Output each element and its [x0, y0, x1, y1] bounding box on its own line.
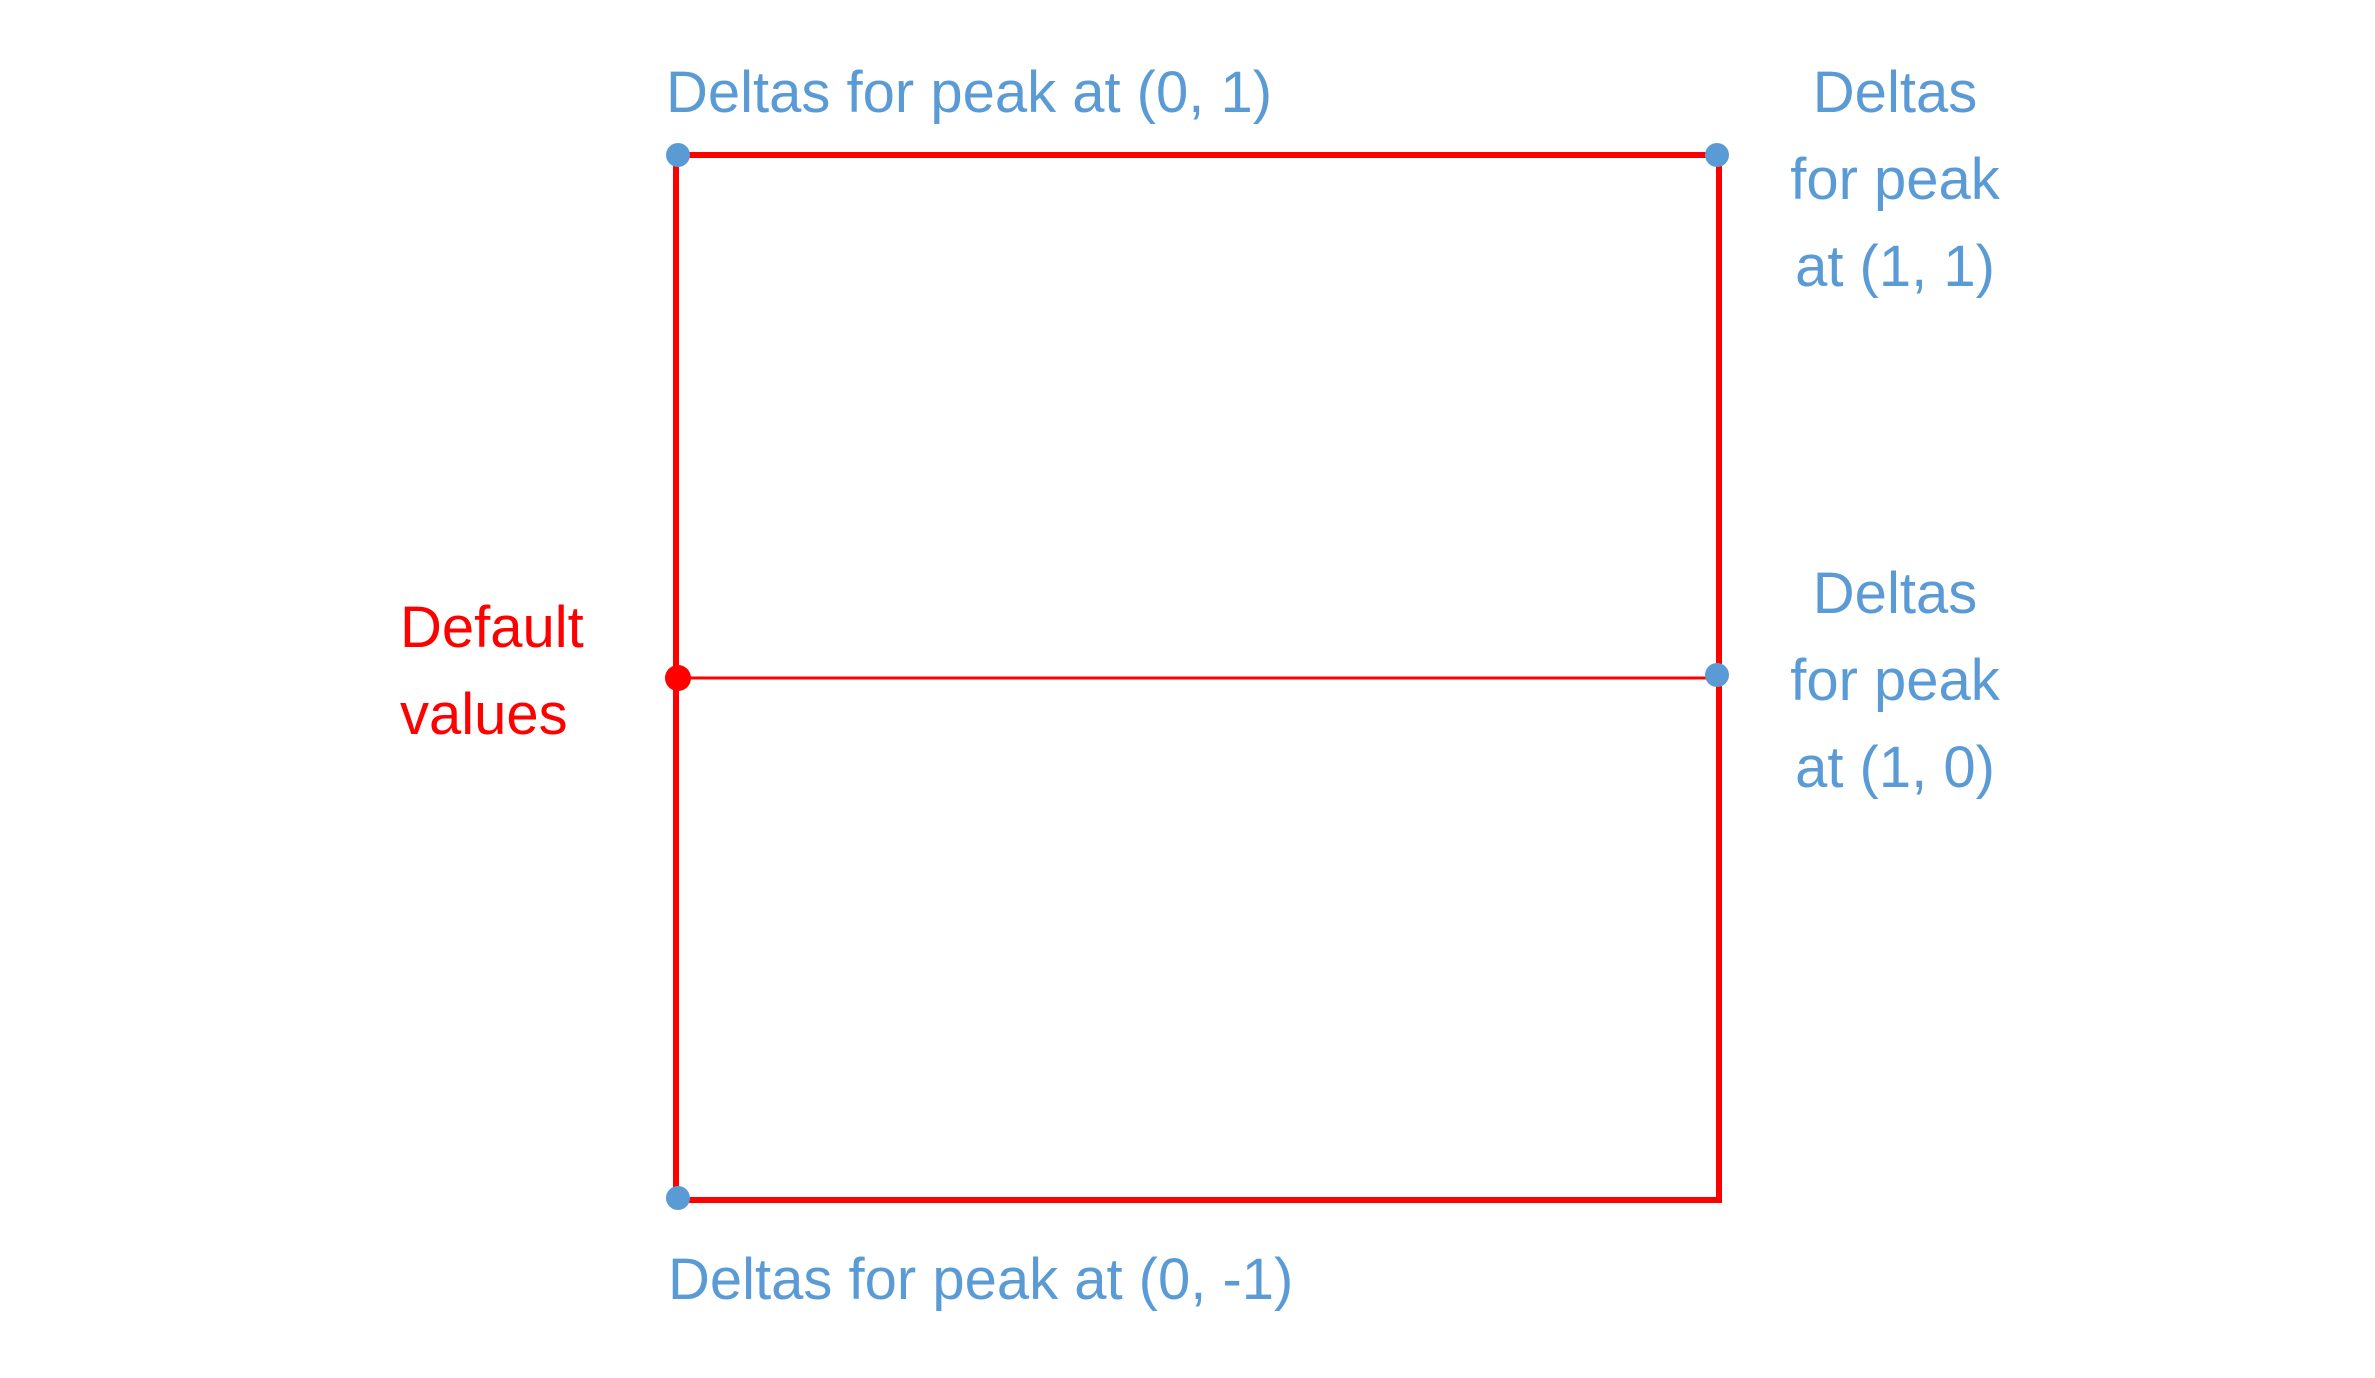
label-peak-0-1-text: Deltas for peak at (0, 1): [666, 60, 1273, 125]
label-peak-1-0: Deltas for peak at (1, 0): [1775, 550, 2015, 811]
peak-point-0-m1: [666, 1186, 690, 1210]
label-peak-1-1-line: Deltas: [1812, 60, 1978, 125]
peak-point-1-1: [1705, 143, 1729, 167]
label-peak-1-0-line: at (1, 0): [1795, 735, 1995, 800]
peak-point-1-0: [1705, 663, 1729, 687]
label-peak-0-m1-text: Deltas for peak at (0, -1): [668, 1247, 1294, 1312]
label-peak-1-1: Deltas for peak at (1, 1): [1775, 49, 2015, 310]
label-peak-1-0-line: for peak: [1790, 648, 2000, 713]
label-default-values: Default values: [400, 584, 584, 758]
default-point: [665, 665, 691, 691]
label-peak-1-1-line: at (1, 1): [1795, 234, 1995, 299]
label-default-line: Default: [400, 595, 584, 660]
label-peak-1-1-line: for peak: [1790, 147, 2000, 212]
label-peak-0-1: Deltas for peak at (0, 1): [666, 49, 1272, 136]
label-default-line: values: [400, 682, 568, 747]
peak-point-0-1: [666, 143, 690, 167]
label-peak-0-m1: Deltas for peak at (0, -1): [668, 1236, 1293, 1323]
label-peak-1-0-line: Deltas: [1812, 561, 1978, 626]
